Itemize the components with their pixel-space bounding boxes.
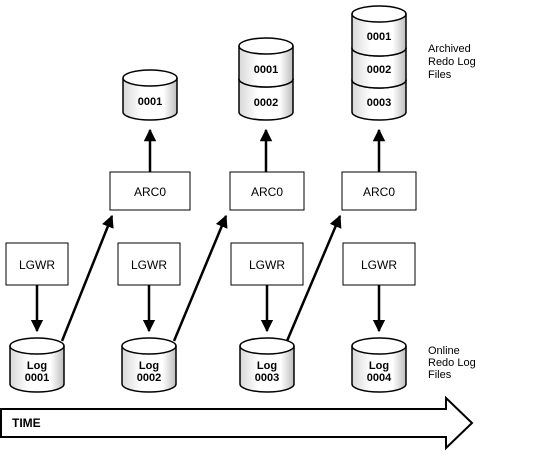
archived-stack-2: 0001 xyxy=(122,69,178,121)
log-to-arc-arrow-3 xyxy=(285,214,342,342)
column-4: 0001 0002 0003 ARC0 LGWR Log 0004 xyxy=(341,5,417,393)
archived-label-3-1: 0001 xyxy=(254,64,278,76)
arc-box-2: ARC0 xyxy=(109,171,191,211)
column-3: 0001 0002 ARC0 LGWR Log 0003 xyxy=(229,37,342,393)
archived-label-line-3: Files xyxy=(428,69,452,81)
online-log-label-2: Log xyxy=(139,360,159,372)
archived-label-4-1: 0001 xyxy=(367,31,391,43)
arc-label-3: ARC0 xyxy=(251,185,283,199)
arc-box-4: ARC0 xyxy=(341,171,417,211)
archived-label-4-2: 0002 xyxy=(367,64,391,76)
lgwr-label-3: LGWR xyxy=(249,258,285,272)
online-label-line-1: Online xyxy=(428,345,460,357)
lgwr-box-4: LGWR xyxy=(342,242,416,286)
online-log-number-3: 0003 xyxy=(255,372,279,384)
lgwr-box-3: LGWR xyxy=(230,242,304,286)
time-label: TIME xyxy=(12,416,41,430)
arc-box-3: ARC0 xyxy=(229,171,305,211)
archived-label-3-2: 0002 xyxy=(254,97,278,109)
online-log-number-4: 0004 xyxy=(367,372,392,384)
lgwr-label-4: LGWR xyxy=(361,258,397,272)
archived-label-line-1: Archived xyxy=(428,43,471,55)
online-log-cylinder-1: Log 0001 xyxy=(9,337,65,393)
archived-stack-3: 0001 0002 xyxy=(238,37,294,121)
column-2: 0001 ARC0 LGWR Log 0002 xyxy=(109,69,228,393)
archived-stack-4: 0001 0002 0003 xyxy=(351,5,407,121)
arc-label-2: ARC0 xyxy=(134,185,166,199)
online-files-label: Online Redo Log Files xyxy=(428,345,476,381)
archived-files-label: Archived Redo Log Files xyxy=(428,43,476,81)
online-log-cylinder-4: Log 0004 xyxy=(351,337,407,393)
log-to-arc-arrow-1 xyxy=(60,214,114,342)
lgwr-box-1: LGWR xyxy=(5,242,69,286)
online-log-cylinder-2: Log 0002 xyxy=(121,337,177,393)
online-log-label-4: Log xyxy=(369,360,389,372)
online-log-cylinder-3: Log 0003 xyxy=(239,337,295,393)
lgwr-label-2: LGWR xyxy=(131,258,167,272)
archived-label-line-2: Redo Log xyxy=(428,56,476,68)
online-log-number-1: 0001 xyxy=(25,372,49,384)
archived-label-2-1: 0001 xyxy=(138,96,162,108)
online-label-line-3: Files xyxy=(428,369,452,381)
lgwr-label-1: LGWR xyxy=(19,258,55,272)
column-1: LGWR Log 0001 xyxy=(5,214,114,393)
log-to-arc-arrow-2 xyxy=(172,214,228,342)
archived-label-4-3: 0003 xyxy=(367,97,391,109)
lgwr-box-2: LGWR xyxy=(117,242,181,286)
online-log-number-2: 0002 xyxy=(137,372,161,384)
arc-label-4: ARC0 xyxy=(363,185,395,199)
online-log-label-3: Log xyxy=(257,360,277,372)
online-label-line-2: Redo Log xyxy=(428,357,476,369)
online-log-label-1: Log xyxy=(27,360,47,372)
time-arrow: TIME xyxy=(0,395,474,451)
